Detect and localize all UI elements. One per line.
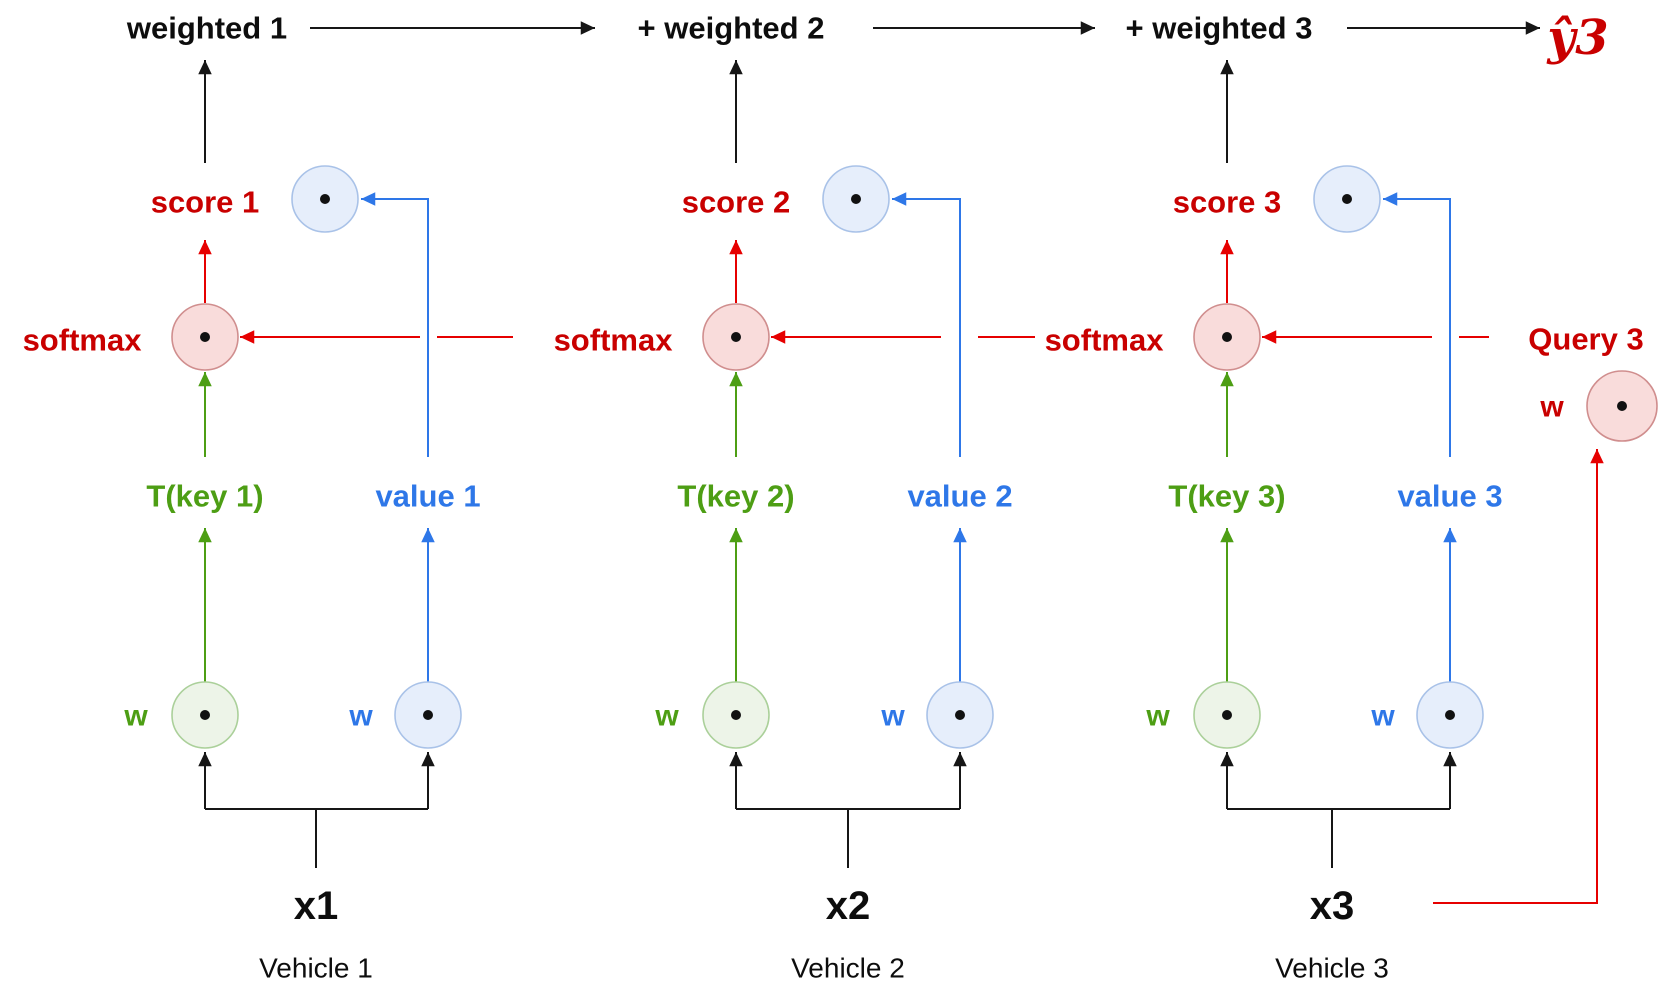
key-weight-node-1-dot-icon	[200, 710, 210, 720]
w-value-label-3: w	[1370, 700, 1395, 733]
softmax-node-3-dot-icon	[1222, 332, 1232, 342]
w-value-label-1: w	[348, 700, 373, 733]
input-label-3: x3	[1310, 884, 1355, 928]
value-label-1: value 1	[375, 479, 480, 514]
input-fork-3	[1227, 808, 1450, 868]
value-to-score-arrow-1	[361, 192, 429, 457]
query-label: Query 3	[1528, 322, 1643, 357]
key-label-3: T(key 3)	[1168, 479, 1285, 514]
input-fork-1	[205, 808, 428, 868]
softmax-label-3: softmax	[1045, 323, 1165, 358]
softmax-label-2: softmax	[554, 323, 674, 358]
input-label-1: x1	[294, 884, 339, 928]
weighted-label-1: weighted 1	[126, 11, 287, 46]
value-label-2: value 2	[907, 479, 1012, 514]
w-key-label-1: w	[123, 700, 148, 733]
key-label-2: T(key 2)	[677, 479, 794, 514]
value-weight-node-2-dot-icon	[955, 710, 965, 720]
value-to-score-arrow-2	[892, 192, 961, 457]
top-flow-row: ŷ3	[310, 10, 1609, 66]
softmax-node-2-dot-icon	[731, 332, 741, 342]
score-label-3: score 3	[1173, 185, 1282, 220]
score-dot-product-node-2-dot-icon	[851, 194, 861, 204]
softmax-label-1: softmax	[23, 323, 143, 358]
key-label-1: T(key 1)	[146, 479, 263, 514]
query-weight-node-dot-icon	[1617, 401, 1627, 411]
w-key-label-3: w	[1145, 700, 1170, 733]
output-label: ŷ3	[1546, 10, 1608, 66]
weighted-label-3: + weighted 3	[1126, 11, 1313, 46]
vehicle-caption-1: Vehicle 1	[259, 953, 373, 984]
value-weight-node-1-dot-icon	[423, 710, 433, 720]
vehicle-caption-3: Vehicle 3	[1275, 953, 1389, 984]
query-w-label: w	[1539, 391, 1564, 424]
value-to-score-arrow-3	[1383, 192, 1451, 457]
weighted-label-2: + weighted 2	[638, 11, 825, 46]
w-value-label-2: w	[880, 700, 905, 733]
value-label-3: value 3	[1397, 479, 1502, 514]
input-label-2: x2	[826, 884, 871, 928]
key-weight-node-2-dot-icon	[731, 710, 741, 720]
key-weight-node-3-dot-icon	[1222, 710, 1232, 720]
input3-to-query-arrow	[1433, 449, 1604, 904]
score-dot-product-node-3-dot-icon	[1342, 194, 1352, 204]
score-dot-product-node-1-dot-icon	[320, 194, 330, 204]
vehicle-caption-2: Vehicle 2	[791, 953, 905, 984]
value-weight-node-3-dot-icon	[1445, 710, 1455, 720]
score-label-2: score 2	[682, 185, 791, 220]
softmax-node-1-dot-icon	[200, 332, 210, 342]
w-key-label-2: w	[654, 700, 679, 733]
input-fork-2	[736, 808, 960, 868]
query-group: Query 3 w	[1433, 322, 1658, 904]
score-label-1: score 1	[151, 185, 260, 220]
